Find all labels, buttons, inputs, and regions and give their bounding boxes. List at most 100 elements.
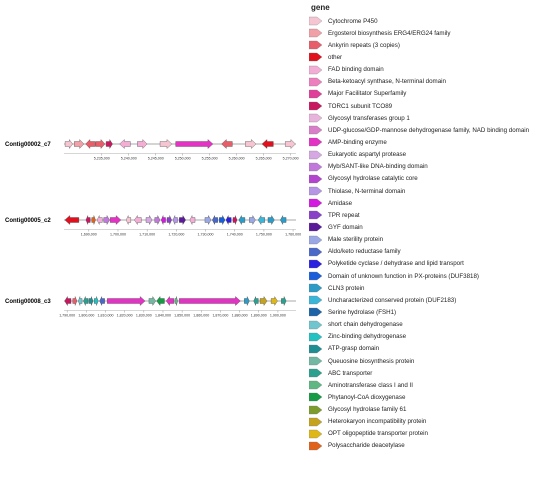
legend-swatch-arrow-icon [309,150,323,159]
legend-label: CLN3 protein [328,284,365,292]
legend-label: Polyketide cyclase / dehydrase and lipid… [328,260,464,268]
gene-arrow [174,296,178,306]
legend-label: Domain of unknown function in PX-protein… [328,272,479,280]
legend-label: Ergosterol biosynthesis ERG4/ERG24 famil… [328,29,451,37]
gene-arrow [219,214,226,226]
legend-swatch-arrow-icon [309,320,323,329]
gene-arrow [257,214,265,226]
gene-arrow [74,139,85,149]
legend-label: Queuosine biosynthesis protein [328,357,415,365]
legend-swatch-arrow-icon [309,126,323,135]
legend-swatch-arrow-icon [309,284,323,293]
legend-swatch-arrow-icon [309,381,323,390]
legend-label: ATP-grasp domain [328,345,380,353]
legend-label: Aldo/keto reductase family [328,248,401,256]
legend-swatch-arrow-icon [309,174,323,184]
tick-label: 1,730,000 [198,233,214,237]
tick-label: 1,810,000 [98,314,114,318]
gene-arrow [225,215,232,225]
gene-arrow [103,214,110,226]
gene-arrow [245,139,257,149]
legend-label: other [328,53,343,61]
tick-label: 1,700,000 [110,233,126,237]
legend-swatch-arrow-icon [309,114,323,123]
gene-arrow [137,139,148,149]
legend-swatch-arrow-icon [309,138,323,147]
legend-label: UDP-glucose/GDP-mannose dehydrogenase fa… [328,126,530,134]
gene-arrow [134,214,142,226]
legend-label: Cytochrome P450 [328,17,378,25]
legend-label: Amidase [328,199,353,207]
legend-item: Ergosterol biosynthesis ERG4/ERG24 famil… [309,27,549,39]
legend-item: Glycosyl hydrolase catalytic core [309,173,549,185]
gene-arrow [159,139,173,149]
legend-swatch-arrow-icon [309,162,323,171]
legend-item: Domain of unknown function in PX-protein… [309,270,549,282]
legend-label: short chain dehydrogenase [328,321,403,329]
legend-item: GYF domain [309,221,549,233]
gene-arrow [281,296,287,306]
gene-arrow [175,139,214,149]
legend-swatch-arrow-icon [309,441,323,451]
gene-arrow [261,139,274,149]
gene-arrow [204,214,212,226]
gene-arrow [94,296,99,306]
legend-label: FAD binding domain [328,66,384,74]
gene-arrow [232,215,238,225]
tick-label: 1,830,000 [136,314,152,318]
legend-label: Glycosyl transferases group 1 [328,114,410,122]
legend-label: Male sterility protein [328,236,384,244]
tick-label: 1,800,000 [78,314,94,318]
legend-label: OPT oligopeptide transporter protein [328,430,428,438]
legend-swatch-arrow-icon [309,393,323,402]
legend-swatch-arrow-icon [309,89,323,99]
legend-item: Polysaccharide deacetylase [309,440,549,452]
gene-arrow [178,296,241,306]
legend-label: Eukaryotic aspartyl protease [328,151,407,159]
legend-swatch-arrow-icon [309,101,323,111]
gene-arrow [179,214,186,226]
gene-arrow [259,295,268,307]
gene-arrow [280,214,287,226]
legend-swatch-arrow-icon [309,332,323,341]
legend-item: short chain dehydrogenase [309,319,549,331]
track-label: Contig00008_c3 [5,299,51,305]
gene-arrow [165,295,175,307]
gene-arrow [244,296,250,306]
tick-label: 5,270,000 [283,157,299,161]
legend-item: Glycosyl transferases group 1 [309,112,549,124]
legend-label: Aminotransferase class I and II [328,381,413,389]
legend-label: ABC transporter [328,369,373,377]
legend-label: Beta-ketoacyl synthase, N-terminal domai… [328,78,446,86]
legend-swatch-arrow-icon [309,235,323,244]
legend-item: Heterokaryon incompatibility protein [309,416,549,428]
legend-label: TORC1 subunit TCO89 [328,102,393,110]
tick-label: 1,740,000 [227,233,243,237]
gene-arrow [72,296,78,306]
gene-arrow [78,296,83,306]
tick-label: 1,870,000 [212,314,228,318]
tick-label: 1,850,000 [174,314,190,318]
legend-swatch-arrow-icon [309,296,323,305]
tick-label: 1,820,000 [117,314,133,318]
legend-item: Thiolase, N-terminal domain [309,185,549,197]
legend-swatch-arrow-icon [309,308,323,317]
legend-swatch-arrow-icon [309,199,323,208]
legend-item: Eukaryotic aspartyl protease [309,149,549,161]
legend-item: UDP-glucose/GDP-mannose dehydrogenase fa… [309,124,549,136]
legend-item: Major Facilitator Superfamily [309,88,549,100]
legend-item: Polyketide cyclase / dehydrase and lipid… [309,258,549,270]
tick-label: 5,235,000 [94,157,110,161]
gene-arrow [83,296,89,306]
legend-item: AMP-binding enzyme [309,136,549,148]
legend-item: Zinc-binding dehydrogenase [309,331,549,343]
gene-arrow [154,215,161,225]
gene-arrow [64,138,73,150]
legend-item: Phytanoyl-CoA dioxygenase [309,391,549,403]
legend-swatch-arrow-icon [309,77,323,86]
gene-arrow [238,214,246,226]
